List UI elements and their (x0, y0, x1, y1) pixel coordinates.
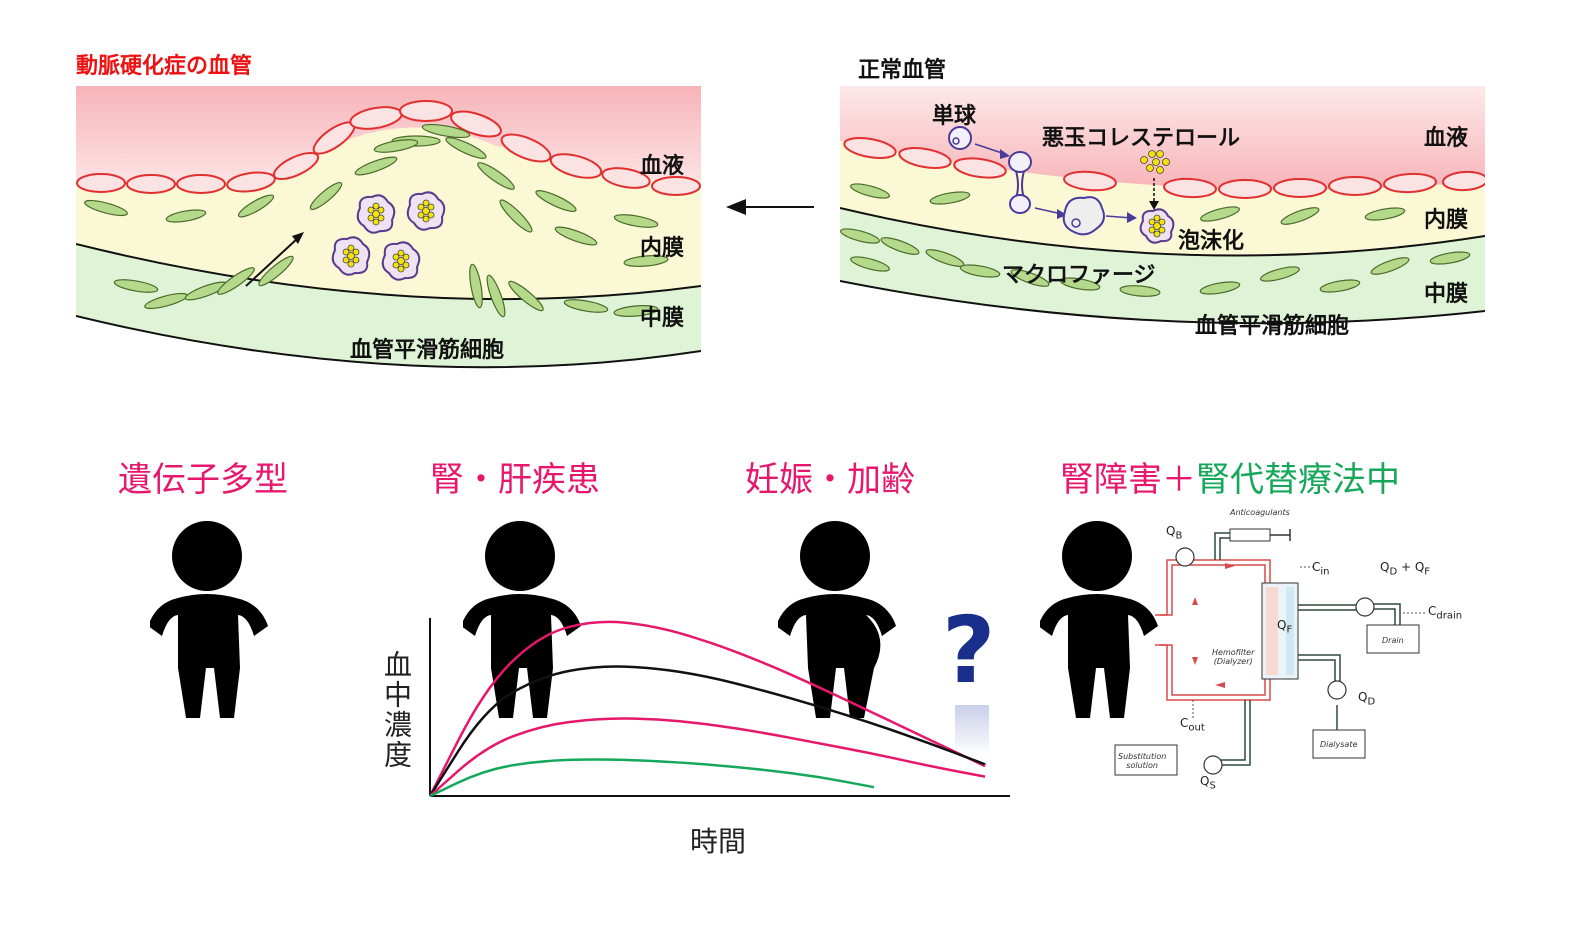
label-cout: Cout (1180, 716, 1205, 733)
condition-pregnancy-aging: 妊娠・加齢 (745, 460, 915, 500)
right-label-monocyte: 単球 (932, 104, 977, 129)
left-label-smc: 血管平滑筋細胞 (350, 338, 505, 363)
right-label-foam: 泡沫化 (1178, 229, 1245, 254)
label-qd-sub: D (1389, 566, 1398, 578)
label-cin-main: C (1312, 560, 1321, 574)
label-qd: QD (1358, 690, 1375, 707)
label-qb-main: Q (1166, 524, 1176, 538)
label-hemofilter-line1: Hemofilter (1212, 648, 1255, 657)
condition-genetic-polymorphism: 遺伝子多型 (118, 460, 288, 500)
label-qf-sub: F (1424, 566, 1431, 578)
label-qb-sub: B (1175, 530, 1183, 542)
right-label-blood: 血液 (1424, 126, 1469, 151)
label-subst-line1: Substitution (1118, 752, 1167, 761)
right-label-intima: 内膜 (1424, 208, 1469, 233)
label-cout-main: C (1180, 716, 1189, 730)
right-label-media: 中膜 (1424, 282, 1469, 307)
label-anticoagulants: Anticoagulants (1230, 508, 1290, 517)
label-qf2-main: Q (1277, 618, 1287, 632)
label-subst-line2: solution (1126, 761, 1158, 770)
condition-renal-rrt-part1: 腎障害＋ (1060, 460, 1196, 500)
label-qd2-sub: D (1367, 696, 1376, 708)
person-silhouette-1 (150, 521, 268, 718)
progression-arrow (726, 199, 814, 215)
label-hemofilter: Hemofilter(Dialyzer) (1212, 648, 1254, 666)
label-qs: QS (1200, 774, 1216, 791)
label-qb: QB (1166, 524, 1182, 541)
condition-renal-rrt-part2: 腎代替療法中 (1196, 460, 1400, 500)
label-dialysate: Dialysate (1320, 740, 1358, 749)
chart-series-line-4 (429, 758, 875, 798)
label-drain: Drain (1382, 636, 1404, 645)
chart-ylabel: 血中濃度 (380, 650, 413, 770)
right-label-smc: 血管平滑筋細胞 (1195, 314, 1350, 339)
label-qs-main: Q (1200, 774, 1210, 788)
chart-series-line-1 (428, 620, 986, 797)
chart-series-line-2 (428, 665, 986, 797)
label-qf2-sub: F (1286, 624, 1293, 636)
label-cdrain-sub: drain (1436, 610, 1463, 622)
label-cout-sub: out (1188, 722, 1205, 734)
condition-renal-rrt: 腎障害＋腎代替療法中 (1060, 452, 1400, 501)
person-silhouette-pregnant (778, 521, 896, 718)
question-mark: ? (942, 597, 996, 704)
label-qf-main: + Q (1397, 560, 1425, 574)
chart-series-line-3 (429, 717, 986, 797)
normal-vessel-title: 正常血管 (858, 58, 947, 83)
question-mark-reflection (955, 705, 989, 755)
label-cin: Cin (1312, 560, 1330, 577)
chart-xlabel: 時間 (690, 825, 747, 858)
right-label-macrophage: マクロファージ (1002, 263, 1156, 288)
concentration-time-chart (428, 618, 1010, 798)
condition-renal-hepatic: 腎・肝疾患 (430, 460, 600, 500)
label-qd2-main: Q (1358, 690, 1368, 704)
normal-vessel-illustration (840, 86, 1485, 325)
right-label-ldl: 悪玉コレステロール (1042, 126, 1241, 151)
crrt-schematic (1114, 528, 1425, 776)
person-silhouette-4 (1040, 521, 1158, 718)
label-cin-sub: in (1320, 566, 1330, 578)
person-silhouette-2 (463, 521, 581, 718)
label-cdrain-main: C (1428, 604, 1437, 618)
left-label-blood: 血液 (640, 154, 685, 179)
label-qf-filter: QF (1277, 618, 1292, 635)
label-qd-qf: QD + QF (1380, 560, 1430, 577)
left-label-media: 中膜 (640, 306, 685, 331)
label-cdrain: Cdrain (1428, 604, 1462, 621)
atherosclerosis-title: 動脈硬化症の血管 (76, 54, 253, 79)
label-hemofilter-line2: (Dialyzer) (1213, 657, 1253, 666)
atherosclerotic-vessel-illustration (76, 86, 701, 369)
left-label-intima: 内膜 (640, 236, 685, 261)
label-qd-main: Q (1380, 560, 1390, 574)
label-qs-sub: S (1209, 780, 1216, 792)
